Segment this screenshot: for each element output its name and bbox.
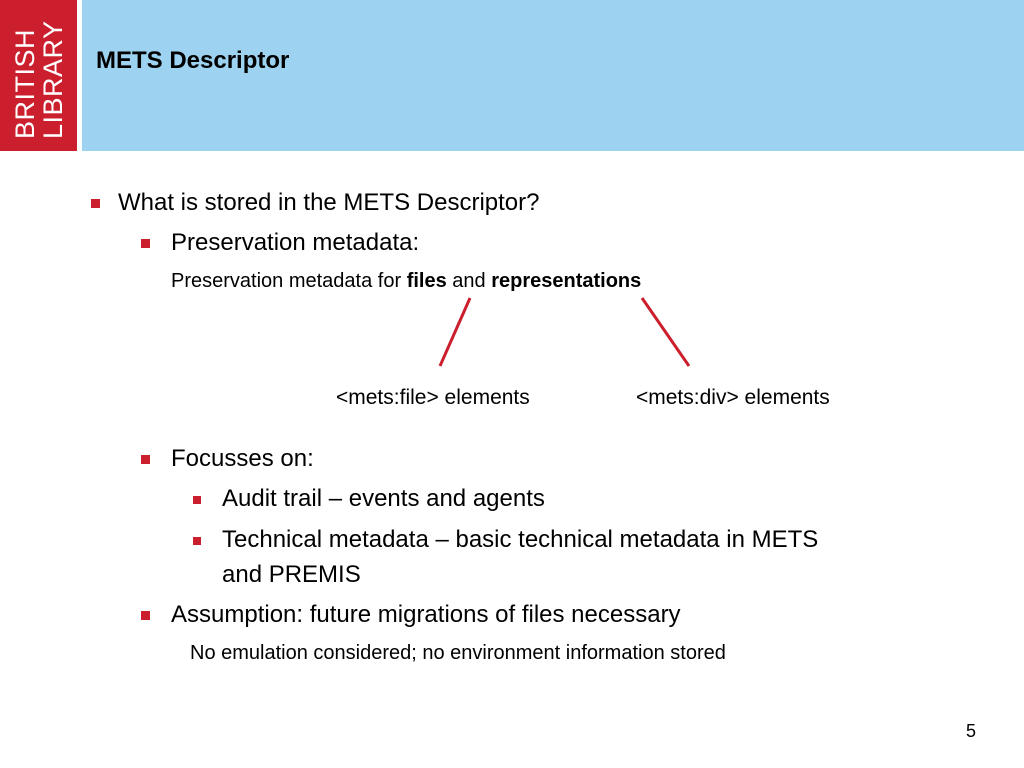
representations-term: representations xyxy=(491,270,642,292)
no-emulation-note: No emulation considered; no environment … xyxy=(190,642,726,664)
bullet-marker xyxy=(141,455,150,464)
technical-metadata-line2: and PREMIS xyxy=(222,561,361,588)
focusses-heading: Focusses on: xyxy=(171,445,314,472)
detail-prefix: Preservation metadata for xyxy=(171,270,407,292)
detail-and: and xyxy=(446,270,492,292)
mets-file-label: <mets:file> elements xyxy=(336,386,530,409)
bullet-marker xyxy=(141,239,150,248)
audit-trail-item: Audit trail – events and agents xyxy=(222,485,545,512)
bullet-marker xyxy=(141,611,150,620)
bullet-marker xyxy=(193,496,201,504)
slide-title: METS Descriptor xyxy=(96,47,290,74)
preservation-heading: Preservation metadata: xyxy=(171,229,420,256)
bullet-marker xyxy=(91,199,100,208)
assumption-item: Assumption: future migrations of files n… xyxy=(171,601,681,628)
files-term: files xyxy=(406,270,447,292)
british-library-logo: BRITISH LIBRARY xyxy=(0,0,77,151)
technical-metadata-line1: Technical metadata – basic technical met… xyxy=(222,526,819,553)
connector-representations xyxy=(640,297,691,367)
question-text: What is stored in the METS Descriptor? xyxy=(118,189,540,216)
bullet-marker xyxy=(193,537,201,545)
header-bar xyxy=(82,0,1024,151)
connector-files xyxy=(438,297,472,367)
page-number: 5 xyxy=(966,721,977,741)
preservation-detail: Preservation metadata for files and repr… xyxy=(171,269,641,293)
mets-div-label: <mets:div> elements xyxy=(636,386,830,409)
